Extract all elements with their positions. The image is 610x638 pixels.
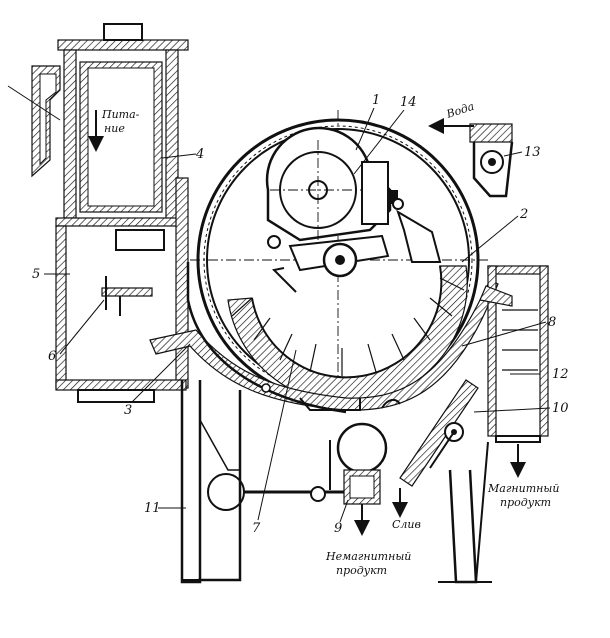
tank-shell-7	[186, 262, 347, 414]
label-5: 5	[32, 267, 40, 282]
label-magnetic-line1: Магнитный	[487, 482, 559, 495]
label-9: 9	[334, 521, 342, 536]
label-13: 13	[524, 145, 541, 160]
drum-shaft	[267, 234, 390, 278]
counterweight-lever	[207, 473, 344, 511]
label-8: 8	[548, 315, 556, 330]
label-11: 11	[144, 501, 161, 516]
label-feed-line2: ние	[104, 122, 125, 135]
drive-housing-14	[265, 126, 404, 242]
label-nonmagnetic-line1: Немагнитный	[325, 550, 411, 563]
left-leg	[180, 380, 202, 584]
label-nonmagnetic-line2: продукт	[336, 564, 387, 577]
label-2: 2	[519, 207, 528, 222]
hopper-handle	[103, 23, 143, 41]
label-12: 12	[552, 367, 569, 382]
lower-hopper-bottom	[55, 379, 187, 391]
label-water: Вода	[444, 100, 476, 121]
frame-11	[180, 380, 492, 584]
right-leg	[448, 469, 478, 584]
label-7: 7	[252, 521, 261, 536]
label-nonmagnetic: Немагнитный продукт	[325, 550, 415, 577]
lower-hopper-wall-left	[55, 225, 67, 389]
label-feed-line1: Пита-	[101, 108, 140, 121]
magnetic-chute-12	[479, 265, 549, 478]
label-feed: Пита- ние	[101, 108, 143, 135]
bracket-2	[396, 209, 442, 263]
label-3: 3	[124, 403, 132, 418]
label-magnetic-line2: продукт	[500, 496, 551, 509]
feed-hopper	[7, 23, 189, 403]
label-magnetic: Магнитный продукт	[487, 482, 563, 509]
label-14: 14	[400, 95, 417, 110]
distributor-6	[101, 287, 153, 297]
baffle-6	[115, 229, 165, 251]
label-6: 6	[48, 349, 56, 364]
water-inlet-13	[428, 118, 514, 198]
scraper-10	[399, 379, 479, 487]
label-10: 10	[552, 401, 569, 416]
hopper-left-wall	[63, 49, 77, 219]
leader-lines	[44, 107, 551, 523]
hopper-lid	[57, 39, 189, 51]
label-drain: Слив	[392, 518, 421, 531]
drum-assembly	[190, 110, 488, 410]
discharge-valve-9	[329, 422, 408, 536]
label-4: 4	[195, 147, 204, 162]
label-1: 1	[372, 93, 380, 108]
